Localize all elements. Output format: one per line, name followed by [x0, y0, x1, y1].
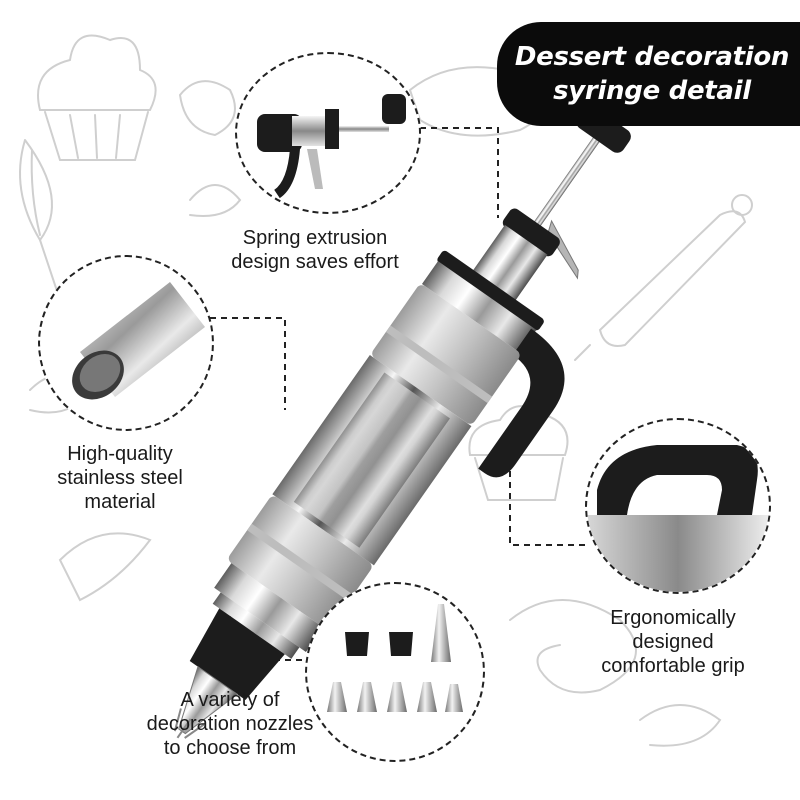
steel-tube-closeup — [72, 282, 205, 400]
nozzle-tip — [178, 665, 239, 735]
title-banner: Dessert decoration syringe detail — [497, 22, 800, 126]
cookie-sketch-icon — [178, 80, 236, 137]
label-line: designed — [632, 631, 714, 653]
top-cap — [502, 208, 560, 257]
callout-ergonomic-grip — [585, 418, 771, 594]
label-spring-extrusion: Spring extrusion design saves effort — [195, 226, 435, 274]
nozzle-small-2 — [357, 682, 377, 712]
spring-lever — [547, 219, 579, 280]
title-line-2: syringe detail — [553, 76, 751, 106]
coupler-nut-2 — [389, 632, 413, 656]
label-line: comfortable grip — [601, 655, 745, 677]
rolling-pin-sketch-icon — [574, 194, 753, 361]
label-line: Ergonomically — [610, 607, 736, 629]
label-line: decoration nozzles — [146, 713, 314, 735]
label-ergonomic-grip: Ergonomically designed comfortable grip — [568, 606, 778, 678]
label-line: to choose from — [163, 737, 297, 759]
label-line: material — [84, 491, 156, 513]
plunger-rod — [520, 135, 602, 247]
label-decoration-nozzles: A variety of decoration nozzles to choos… — [120, 688, 340, 760]
spring-mechanism-closeup — [257, 94, 406, 199]
title-line-1: Dessert decoration — [514, 42, 790, 72]
nozzle-small-4 — [417, 682, 437, 712]
callout-nozzle-set — [305, 582, 485, 762]
label-line: design saves effort — [231, 251, 399, 273]
nozzle-small-1 — [327, 682, 347, 712]
cupcake-sketch-icon — [37, 34, 157, 161]
label-steel-material: High-quality stainless steel material — [20, 442, 220, 514]
label-line: High-quality — [67, 443, 173, 465]
label-line: stainless steel — [57, 467, 183, 489]
callout-stainless-steel — [38, 255, 214, 431]
label-line: A variety of — [180, 689, 280, 711]
coupler-nut-1 — [345, 632, 369, 656]
label-line: Spring extrusion — [242, 227, 388, 249]
croissant-sketch-icon — [58, 532, 152, 602]
callout-spring-mechanism — [235, 52, 421, 214]
nozzle-long — [431, 604, 451, 662]
nozzle-small-5 — [445, 684, 463, 712]
cream-swirl-sketch-icon — [509, 599, 637, 694]
nozzle-small-3 — [387, 682, 407, 712]
nozzle-set-closeup — [327, 604, 463, 712]
handle-grip-closeup — [587, 445, 769, 592]
handle-grip — [478, 328, 565, 478]
